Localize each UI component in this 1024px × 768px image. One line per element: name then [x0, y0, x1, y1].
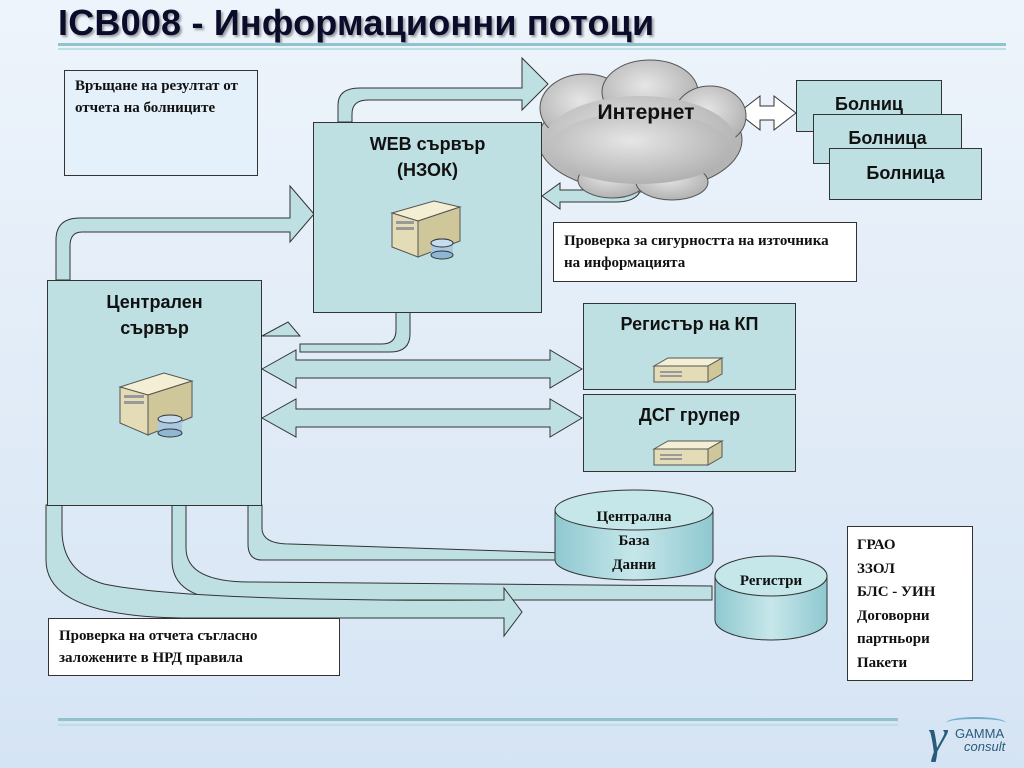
- web-server-line2: (НЗОК): [396, 160, 458, 180]
- server-icon: [390, 200, 462, 260]
- kp-registry-label: Регистър на КП: [620, 314, 759, 334]
- central-db-line1: Централна: [596, 509, 672, 525]
- central-server-box: Централен сървър: [47, 280, 262, 506]
- hospital-box-3: Болница: [829, 148, 982, 200]
- registries-db-label: Регистри: [739, 573, 803, 589]
- registries-list-item: Договорни: [857, 607, 930, 624]
- page-title: ICB008 - Информационни потоци: [58, 2, 655, 43]
- central-server-line2: сървър: [120, 318, 189, 338]
- title-rule-thin: [58, 48, 1006, 50]
- server-flat-icon: [652, 357, 724, 383]
- arrow-internet-hospitals: [737, 94, 797, 132]
- central-db-cylinder: [554, 489, 714, 581]
- web-server-line1: WEB сървър: [369, 134, 486, 154]
- arrow-web-to-central: [299, 311, 411, 353]
- registries-list-item: ЗЗОЛ: [857, 560, 895, 577]
- arrow-central-kp: [260, 349, 583, 389]
- server-icon: [118, 372, 194, 438]
- dsg-grouper-label: ДСГ групер: [638, 405, 741, 425]
- registries-list-item: Пакети: [857, 654, 908, 671]
- hospital-label-1: Болниц: [835, 94, 903, 114]
- note-report-check: Проверка на отчета съгласно заложените в…: [48, 618, 340, 676]
- note-source-check: Проверка за сигурността на източника на …: [553, 222, 857, 282]
- arrow-web-to-internet: [337, 56, 549, 123]
- arrow-central-big: [45, 504, 523, 638]
- logo-gamma-glyph: γ: [928, 710, 947, 763]
- dsg-grouper-box: ДСГ групер: [583, 394, 796, 472]
- server-flat-icon: [652, 440, 724, 466]
- arrow-central-to-db: [247, 504, 567, 561]
- footer-rule-thin: [58, 724, 898, 726]
- logo-text-gamma: GAMMA: [955, 726, 1005, 741]
- registries-cylinder: [714, 555, 828, 641]
- hospital-label-3: Болница: [866, 163, 945, 183]
- note-return-results: Връщане на резултат от отчета на болници…: [64, 70, 258, 176]
- title-rule: [58, 43, 1006, 46]
- registries-list-item: БЛС - УИН: [857, 584, 936, 600]
- central-db-line3: Данни: [612, 557, 656, 573]
- footer-rule: [58, 718, 898, 721]
- kp-registry-box: Регистър на КП: [583, 303, 796, 390]
- internet-cloud: [537, 59, 747, 201]
- arrow-central-to-web: [55, 184, 315, 281]
- note-report-check-text: Проверка на отчета съгласно заложените в…: [59, 628, 258, 666]
- web-server-box: WEB сървър (НЗОК): [313, 122, 542, 313]
- central-db-label: Централна База Данни: [560, 505, 708, 577]
- central-server-line1: Централен: [106, 292, 203, 312]
- note-return-results-text: Връщане на резултат от отчета на болници…: [75, 78, 238, 116]
- registries-list-item: ГРАО: [857, 537, 896, 553]
- registries-list-box: ГРАО ЗЗОЛ БЛС - УИН Договорни партньори …: [847, 526, 973, 681]
- logo-swoosh: [946, 717, 1006, 729]
- arrow-central-dsg: [260, 398, 583, 438]
- internet-label: Интернет: [597, 101, 695, 124]
- central-db-line2: База: [618, 533, 650, 549]
- arrow-central-to-registries: [171, 504, 713, 601]
- note-source-check-text: Проверка за сигурността на източника на …: [564, 233, 829, 271]
- arrow-web-to-central-head: [261, 321, 302, 337]
- gamma-consult-logo: γ GAMMA consult: [928, 710, 1012, 763]
- hospital-label-2: Болница: [848, 128, 927, 148]
- logo-text-consult: consult: [964, 739, 1006, 754]
- registries-list-item: партньори: [857, 631, 930, 647]
